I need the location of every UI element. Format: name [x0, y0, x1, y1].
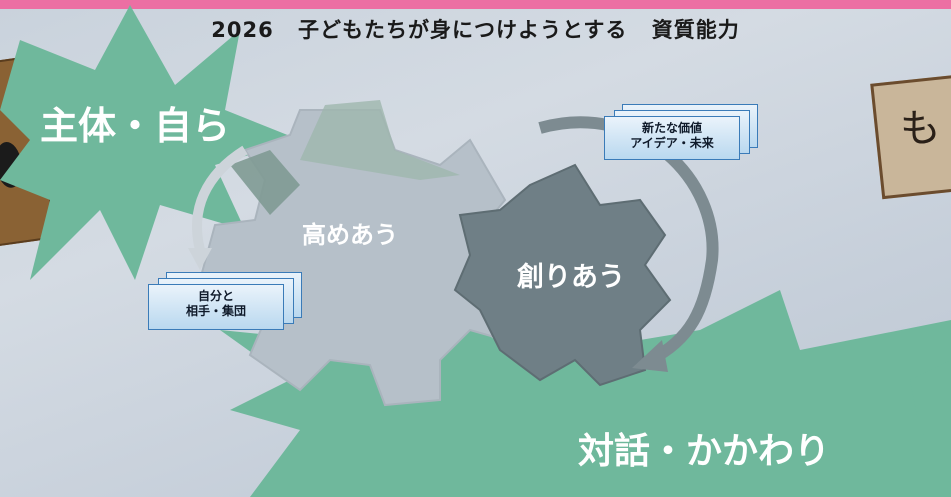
cycle-arrow-left-head: [188, 248, 212, 270]
gear-label-right: 創りあう: [517, 262, 625, 293]
burst-bottom-right: [220, 290, 951, 497]
burst-top-left: [0, 5, 300, 280]
title-main: 子どもたちが身につけようとする: [298, 18, 628, 42]
title-sub: 資質能力: [651, 18, 740, 42]
card-text: 新たな価値 アイデア・未来: [605, 121, 739, 151]
card-new-value: 新たな価値 アイデア・未来: [604, 104, 764, 164]
card-line-1: 新たな価値: [641, 121, 702, 135]
gear-right: [453, 163, 672, 387]
card-layer: 自分と 相手・集団: [148, 284, 284, 330]
card-line-2: 相手・集団: [185, 304, 246, 318]
burst-label-bottom-right: 対話・かかわり: [578, 431, 831, 472]
burst-right-edge: [910, 360, 951, 470]
gear-left-highlight: [300, 100, 460, 180]
card-line-1: 自分と: [197, 289, 234, 303]
gear-label-left: 高めあう: [302, 221, 398, 249]
card-text: 自分と 相手・集団: [149, 289, 283, 319]
accent-bar: [0, 0, 951, 9]
card-layer: 新たな価値 アイデア・未来: [604, 116, 740, 160]
cycle-arrow-left: [192, 145, 248, 252]
gear-left-shadow: [230, 150, 300, 215]
card-self-others: 自分と 相手・集団: [148, 272, 308, 336]
slide-title: 2026 子どもたちが身につけようとする 資質能力: [0, 14, 951, 44]
card-line-2: アイデア・未来: [630, 136, 714, 150]
title-year: 2026: [211, 18, 274, 42]
burst-label-top-left: 主体・自ら: [40, 104, 231, 148]
cycle-arrow-right-head: [632, 340, 668, 372]
